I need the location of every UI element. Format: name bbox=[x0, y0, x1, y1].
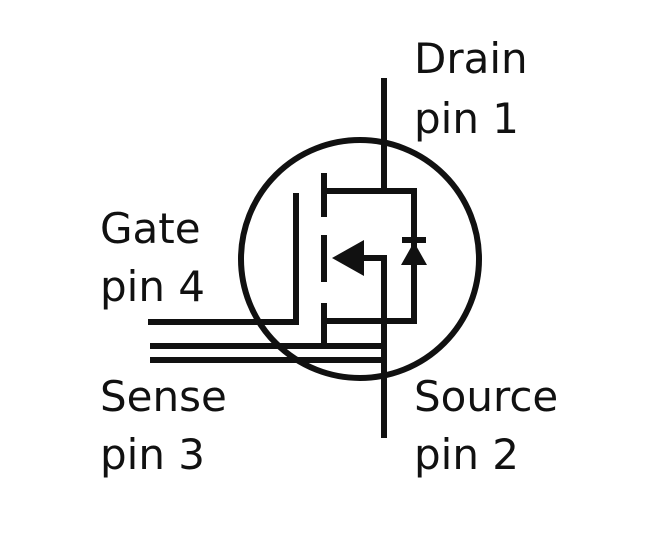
body-connection bbox=[358, 255, 387, 321]
gate-label: Gate bbox=[100, 204, 201, 253]
source-pin-label: pin 2 bbox=[414, 430, 520, 479]
channel-arrow-icon bbox=[332, 240, 364, 276]
drain-connection bbox=[324, 188, 417, 220]
drain-label: Drain bbox=[414, 34, 528, 83]
device-circle bbox=[238, 137, 482, 381]
sense-label: Sense bbox=[100, 372, 227, 421]
drain-pin-label: pin 1 bbox=[414, 94, 520, 143]
sense-pin-label: pin 3 bbox=[100, 430, 206, 479]
body-diode-icon bbox=[401, 242, 427, 265]
gate-pin-label: pin 4 bbox=[100, 262, 206, 311]
source-connection bbox=[324, 282, 417, 324]
source-label: Source bbox=[414, 372, 559, 421]
